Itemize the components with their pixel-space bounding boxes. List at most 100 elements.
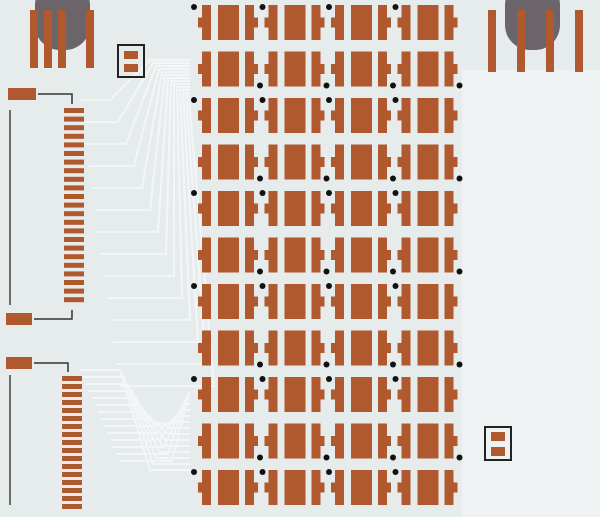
- resistor-pad-wide: [284, 191, 306, 226]
- connector-pin-pad: [64, 219, 84, 225]
- resistor-pad-narrow: [335, 191, 344, 226]
- resistor-pad-narrow: [401, 144, 411, 180]
- resistor-pad-narrow: [335, 98, 344, 133]
- connector-pin-pad: [62, 376, 82, 381]
- resistor-pad-wide: [351, 5, 372, 40]
- via-hole: [257, 268, 263, 275]
- pad-tab: [452, 296, 458, 307]
- pad-tab: [397, 203, 403, 214]
- via-hole: [257, 361, 263, 368]
- resistor-pad-narrow: [311, 191, 321, 226]
- connector-pin-pad: [62, 488, 82, 493]
- footprint-pad: [491, 432, 505, 441]
- pad-tab: [264, 343, 270, 353]
- pad-tab: [198, 110, 203, 121]
- resistor-pad-narrow: [245, 284, 254, 319]
- resistor-pad-narrow: [444, 237, 454, 273]
- resistor-pad-narrow: [335, 330, 344, 366]
- pad-tab: [397, 250, 403, 260]
- resistor-pad-narrow: [311, 470, 321, 505]
- via-hole: [259, 469, 266, 475]
- pad-tab: [386, 110, 391, 121]
- via-hole: [259, 97, 266, 103]
- resistor-pad-wide: [284, 237, 306, 273]
- pad-tab: [319, 17, 325, 28]
- connector-pin-pad: [62, 472, 82, 477]
- pad-tab: [397, 343, 403, 353]
- footprint-outline: [117, 44, 145, 78]
- via-hole: [390, 361, 396, 368]
- pad-tab: [198, 482, 203, 493]
- trace: [104, 83, 190, 277]
- edge-finger-pad: [44, 10, 52, 68]
- resistor-pad-narrow: [401, 191, 411, 226]
- pad-tab: [386, 157, 391, 167]
- resistor-pad-wide: [218, 98, 239, 133]
- pad-tab: [386, 17, 391, 28]
- resistor-pad-narrow: [202, 377, 211, 412]
- resistor-pad-narrow: [202, 51, 211, 87]
- via-hole: [326, 190, 332, 196]
- resistor-pad-wide: [218, 51, 239, 87]
- resistor-pad-narrow: [401, 51, 411, 87]
- via-hole: [323, 454, 330, 461]
- resistor-pad-narrow: [378, 377, 387, 412]
- resistor-pad-wide: [417, 284, 439, 319]
- resistor-pad-wide: [284, 98, 306, 133]
- connector-pin-pad: [64, 151, 84, 156]
- resistor-pad-narrow: [444, 284, 454, 319]
- resistor-pad-narrow: [202, 330, 211, 366]
- connector-pin-pad: [62, 400, 82, 405]
- pad-tab: [264, 157, 270, 167]
- pad-tab: [452, 250, 458, 260]
- resistor-pad-narrow: [444, 144, 454, 180]
- resistor-pad-wide: [351, 284, 372, 319]
- via-hole: [191, 4, 197, 10]
- resistor-pad-wide: [284, 5, 306, 40]
- resistor-pad-narrow: [378, 144, 387, 180]
- pad-tab: [452, 343, 458, 353]
- pad-tab: [331, 203, 336, 214]
- connector-pin-pad: [62, 496, 82, 501]
- resistor-pad-narrow: [245, 5, 254, 40]
- edge-finger-pad: [30, 10, 38, 68]
- connector-pin-pad: [62, 416, 82, 421]
- resistor-pad-wide: [417, 51, 439, 87]
- trace: [89, 68, 190, 167]
- trace: [101, 80, 190, 255]
- via-hole: [257, 82, 263, 89]
- edge-finger-pad: [58, 10, 66, 68]
- resistor-pad-wide: [284, 470, 306, 505]
- resistor-pad-narrow: [401, 5, 411, 40]
- pad-tab: [319, 250, 325, 260]
- resistor-pad-narrow: [335, 5, 344, 40]
- pad-tab: [386, 296, 391, 307]
- resistor-pad-narrow: [335, 144, 344, 180]
- connector-pin-pad: [64, 245, 84, 251]
- pad-tab: [198, 296, 203, 307]
- pad-tab: [264, 203, 270, 214]
- via-hole: [191, 190, 197, 196]
- resistor-pad-narrow: [378, 237, 387, 273]
- connector-pin-pad: [64, 194, 84, 199]
- resistor-pad-narrow: [378, 5, 387, 40]
- connector-pin-pad: [62, 432, 82, 437]
- resistor-pad-narrow: [378, 423, 387, 459]
- resistor-pad-narrow: [311, 5, 321, 40]
- pad-tab: [397, 64, 403, 74]
- trace: [92, 71, 190, 189]
- resistor-pad-wide: [417, 470, 439, 505]
- resistor-pad-wide: [218, 5, 239, 40]
- resistor-pad-narrow: [335, 377, 344, 412]
- pad-tab: [253, 157, 258, 167]
- pad-tab: [331, 389, 336, 400]
- footprint-pad: [491, 447, 505, 456]
- connector-pin-pad: [62, 448, 82, 453]
- pad-tab: [331, 64, 336, 74]
- pad-tab: [319, 296, 325, 307]
- edge-finger-pad: [546, 10, 554, 72]
- connector-pin-pad: [62, 440, 82, 445]
- pad-tab: [397, 436, 403, 446]
